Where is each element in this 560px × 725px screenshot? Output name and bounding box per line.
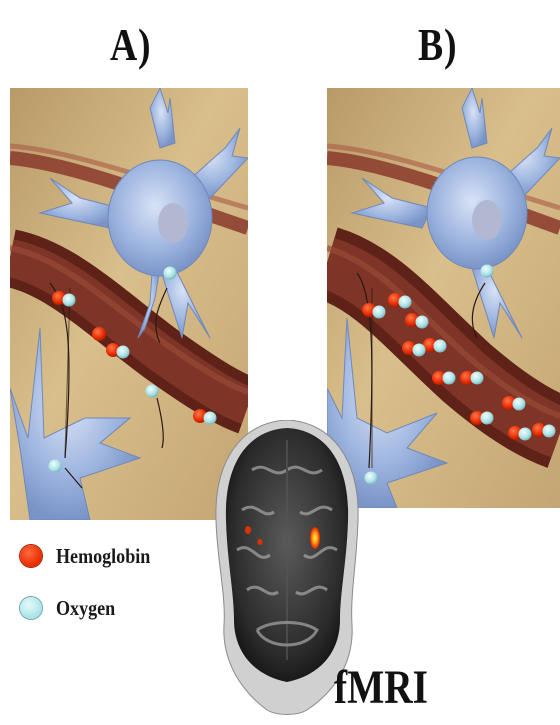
activation-spot-left (245, 526, 251, 534)
legend-oxygen: Oxygen (20, 593, 125, 623)
legend-oxygen-label: Oxygen (56, 596, 115, 621)
panel-a-label: A) (110, 18, 151, 71)
oxygen-swatch (20, 597, 42, 619)
legend-hemoglobin: Hemoglobin (20, 541, 166, 571)
panel-b-label: B) (418, 18, 457, 71)
hemoglobin-swatch (20, 545, 42, 567)
fmri-label: fMRI (334, 660, 428, 715)
activation-spot-right (310, 527, 320, 549)
legend-hemoglobin-label: Hemoglobin (56, 544, 150, 569)
activation-spot-left-small (258, 539, 263, 545)
